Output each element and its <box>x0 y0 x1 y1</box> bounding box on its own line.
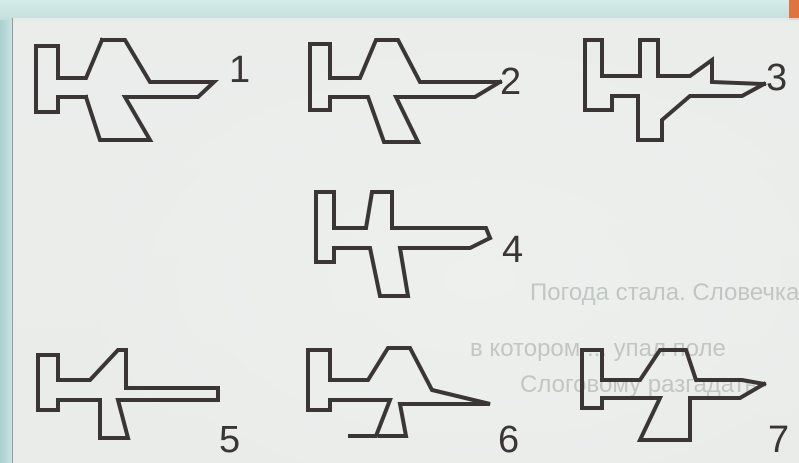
airplane-figure-7: 7 <box>582 350 789 461</box>
figure-number-2: 2 <box>500 61 521 103</box>
airplane-figure-4: 4 <box>316 192 523 296</box>
figure-number-3: 3 <box>766 57 787 99</box>
background-text-line-3: Слоговому разгадать <box>520 371 757 398</box>
background-text-line-1: Погода стала. Словечка <box>530 279 799 306</box>
airplane-figure-1: 1 <box>36 40 250 140</box>
airplane-figure-6: 6 <box>308 348 519 461</box>
figure-number-4: 4 <box>502 229 523 271</box>
airplane-figure-5: 5 <box>38 350 240 461</box>
airplane-figure-3: 3 <box>585 40 787 140</box>
figure-number-6: 6 <box>498 419 519 461</box>
figure-number-5: 5 <box>219 419 240 461</box>
figure-number-7: 7 <box>768 419 789 461</box>
airplane-figure-2: 2 <box>310 40 521 142</box>
figure-number-1: 1 <box>229 49 250 91</box>
